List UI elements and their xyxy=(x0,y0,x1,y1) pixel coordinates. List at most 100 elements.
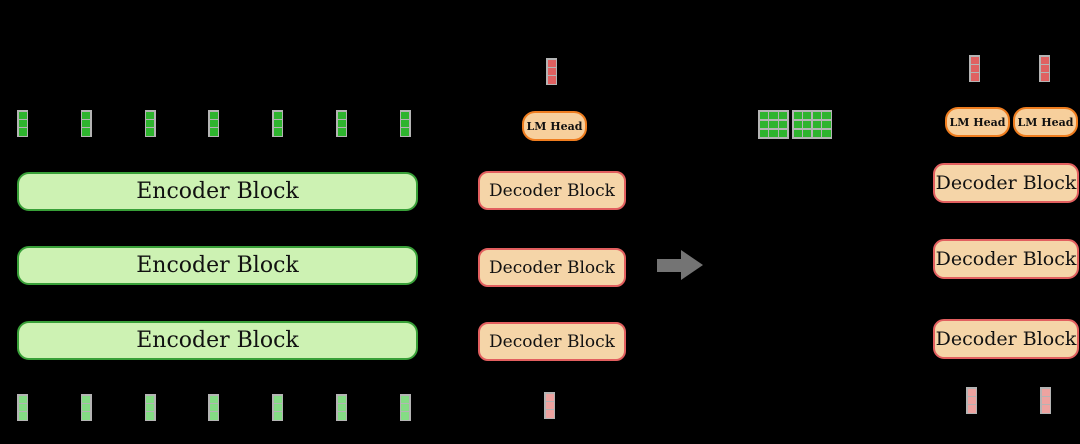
generated-token-1 xyxy=(969,55,980,82)
token-cell xyxy=(545,393,554,401)
token-cell xyxy=(18,395,27,403)
token-cell xyxy=(209,403,218,412)
encoder-input-token xyxy=(80,394,92,421)
encoder-input-token xyxy=(208,394,220,421)
encoder-output-token xyxy=(208,110,220,137)
token-cell xyxy=(209,119,218,128)
encoder-output-token xyxy=(399,110,411,137)
decoder-block-scaled-3: Decoder Block xyxy=(933,319,1079,359)
grid-token-cell xyxy=(769,120,778,129)
token-cell xyxy=(967,388,976,396)
token-cell xyxy=(1041,396,1050,405)
token-cell xyxy=(18,403,27,412)
encoder-block-2: Encoder Block xyxy=(17,246,418,285)
token-cell xyxy=(82,119,91,128)
grid-token-cell xyxy=(779,129,788,138)
grid-token-cell xyxy=(803,129,812,138)
decoder-block-2: Decoder Block xyxy=(478,248,626,287)
grid-token-cell xyxy=(812,111,821,120)
decoder-input-token-1 xyxy=(966,387,977,414)
grid-token-cell xyxy=(803,120,812,129)
grid-token-cell xyxy=(769,129,778,138)
grid-token-cell xyxy=(793,129,802,138)
token-cell xyxy=(18,128,27,136)
token-cell xyxy=(146,111,155,119)
token-grid-batch-a xyxy=(758,110,789,139)
token-cell xyxy=(547,67,556,76)
grid-token-cell xyxy=(759,120,768,129)
token-cell xyxy=(82,403,91,412)
token-cell xyxy=(337,403,346,412)
encoder-output-token xyxy=(17,110,28,137)
token-cell xyxy=(146,412,155,420)
token-cell xyxy=(967,405,976,413)
token-cell xyxy=(970,56,979,64)
generated-token xyxy=(546,58,557,85)
encoder-input-token xyxy=(399,394,411,421)
grid-token-cell xyxy=(803,111,812,120)
token-cell xyxy=(209,395,218,403)
token-cell xyxy=(970,73,979,81)
token-cell xyxy=(970,64,979,73)
encoder-input-token xyxy=(144,394,156,421)
token-cell xyxy=(547,76,556,84)
token-cell xyxy=(401,395,410,403)
encoder-output-token-row xyxy=(17,110,411,137)
token-cell xyxy=(146,128,155,136)
token-cell xyxy=(273,395,282,403)
grid-token-cell xyxy=(759,111,768,120)
lm-head-right: LM Head xyxy=(1013,107,1078,137)
encoder-input-token-row xyxy=(17,394,411,421)
decoder-block-3: Decoder Block xyxy=(478,322,626,361)
grid-token-cell xyxy=(822,111,831,120)
token-cell xyxy=(273,403,282,412)
token-cell xyxy=(401,412,410,420)
grid-token-cell xyxy=(793,120,802,129)
decoder-block-scaled-1: Decoder Block xyxy=(933,163,1079,203)
arrow-shaft xyxy=(657,259,681,272)
encoder-output-token xyxy=(144,110,156,137)
grid-token-cell xyxy=(769,111,778,120)
decoder-input-token xyxy=(544,392,555,419)
token-cell xyxy=(1040,64,1049,73)
grid-token-cell xyxy=(793,111,802,120)
lm-head-left: LM Head xyxy=(945,107,1010,137)
token-cell xyxy=(1041,388,1050,396)
token-cell xyxy=(273,111,282,119)
token-cell xyxy=(209,412,218,420)
token-cell xyxy=(18,119,27,128)
encoder-input-token xyxy=(336,394,348,421)
encoder-output-token xyxy=(272,110,284,137)
token-cell xyxy=(146,119,155,128)
grid-token-cell xyxy=(812,120,821,129)
right-arrow-icon xyxy=(657,250,703,281)
token-cell xyxy=(1040,56,1049,64)
token-cell xyxy=(273,128,282,136)
token-cell xyxy=(82,412,91,420)
token-cell xyxy=(337,128,346,136)
grid-token-cell xyxy=(759,129,768,138)
token-cell xyxy=(209,111,218,119)
token-cell xyxy=(547,59,556,67)
token-cell xyxy=(82,111,91,119)
grid-token-cell xyxy=(779,111,788,120)
decoder-block-scaled-2: Decoder Block xyxy=(933,239,1079,279)
token-cell xyxy=(337,119,346,128)
decoder-block-1: Decoder Block xyxy=(478,171,626,210)
token-cell xyxy=(401,111,410,119)
token-cell xyxy=(337,412,346,420)
grid-token-cell xyxy=(822,120,831,129)
lm-head: LM Head xyxy=(522,111,587,141)
token-grid-batch-b xyxy=(792,110,832,139)
token-cell xyxy=(401,128,410,136)
token-cell xyxy=(1041,405,1050,413)
token-cell xyxy=(146,395,155,403)
encoder-block-1: Encoder Block xyxy=(17,172,418,211)
token-cell xyxy=(82,128,91,136)
encoder-output-token xyxy=(336,110,348,137)
token-cell xyxy=(273,412,282,420)
grid-token-cell xyxy=(779,120,788,129)
encoder-output-token xyxy=(80,110,92,137)
token-cell xyxy=(18,111,27,119)
